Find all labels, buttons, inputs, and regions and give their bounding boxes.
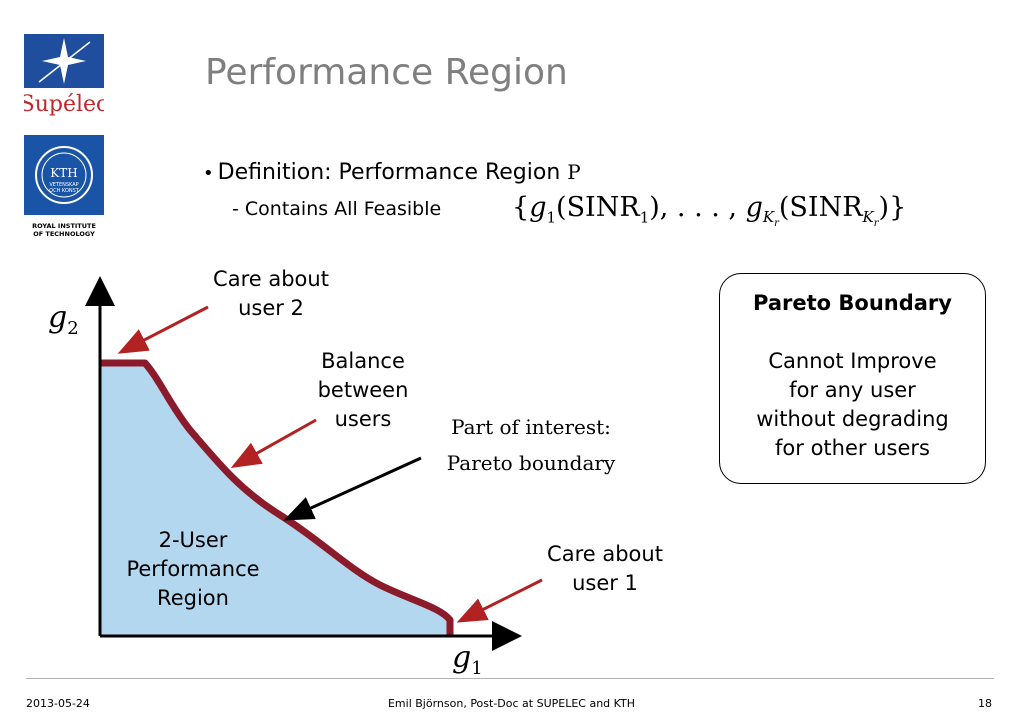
footer-date: 2013-05-24 <box>26 697 90 710</box>
callout-heading: Pareto Boundary <box>753 291 952 315</box>
pareto-boundary-callout: Pareto Boundary Cannot Improve for any u… <box>719 273 986 484</box>
footer-author: Emil Björnson, Post-Doc at SUPELEC and K… <box>387 697 636 710</box>
sub-bullet: - Contains All Feasible <box>232 198 442 220</box>
slide-title: Performance Region <box>205 52 568 93</box>
footer-divider <box>26 678 994 679</box>
feasible-set-formula: {g1(SINR1), . . . , gKr(SINRKr)} <box>512 192 907 230</box>
svg-text:VETENSKAP: VETENSKAP <box>49 182 78 188</box>
svg-text:OF TECHNOLOGY: OF TECHNOLOGY <box>33 230 95 238</box>
y-axis-label: g2 <box>48 300 79 339</box>
callout-line: Cannot Improve <box>768 349 937 373</box>
arrow-pareto-boundary <box>283 456 422 521</box>
callout-line: for other users <box>775 436 930 460</box>
bullet-dot: • <box>203 163 214 184</box>
callout-line: without degrading <box>756 407 949 431</box>
arrow-care-user1 <box>456 578 543 623</box>
kth-logo: KTH VETENSKAP OCH KONST ROYAL INSTITUTE … <box>24 135 104 240</box>
label-part-of-interest: Part of interest:Pareto boundary <box>446 415 616 475</box>
bullet-definition: •Definition: Performance Region P <box>203 160 581 185</box>
callout-line: for any user <box>789 378 916 402</box>
arrow-balance <box>230 418 317 468</box>
arrow-care-user2 <box>117 305 209 354</box>
x-axis-label: g1 <box>452 640 483 679</box>
bullet-text: Definition: Performance Region <box>217 160 561 185</box>
footer-page-number: 18 <box>978 697 992 710</box>
svg-text:KTH: KTH <box>50 166 77 180</box>
supelec-logo: Supélec <box>20 34 108 117</box>
supelec-wordmark: Supélec <box>24 92 104 116</box>
svg-text:OCH KONST: OCH KONST <box>49 188 80 194</box>
pareto-boundary-curve <box>100 359 454 636</box>
region-symbol: P <box>567 160 581 184</box>
svg-text:ROYAL INSTITUTE: ROYAL INSTITUTE <box>32 222 96 230</box>
